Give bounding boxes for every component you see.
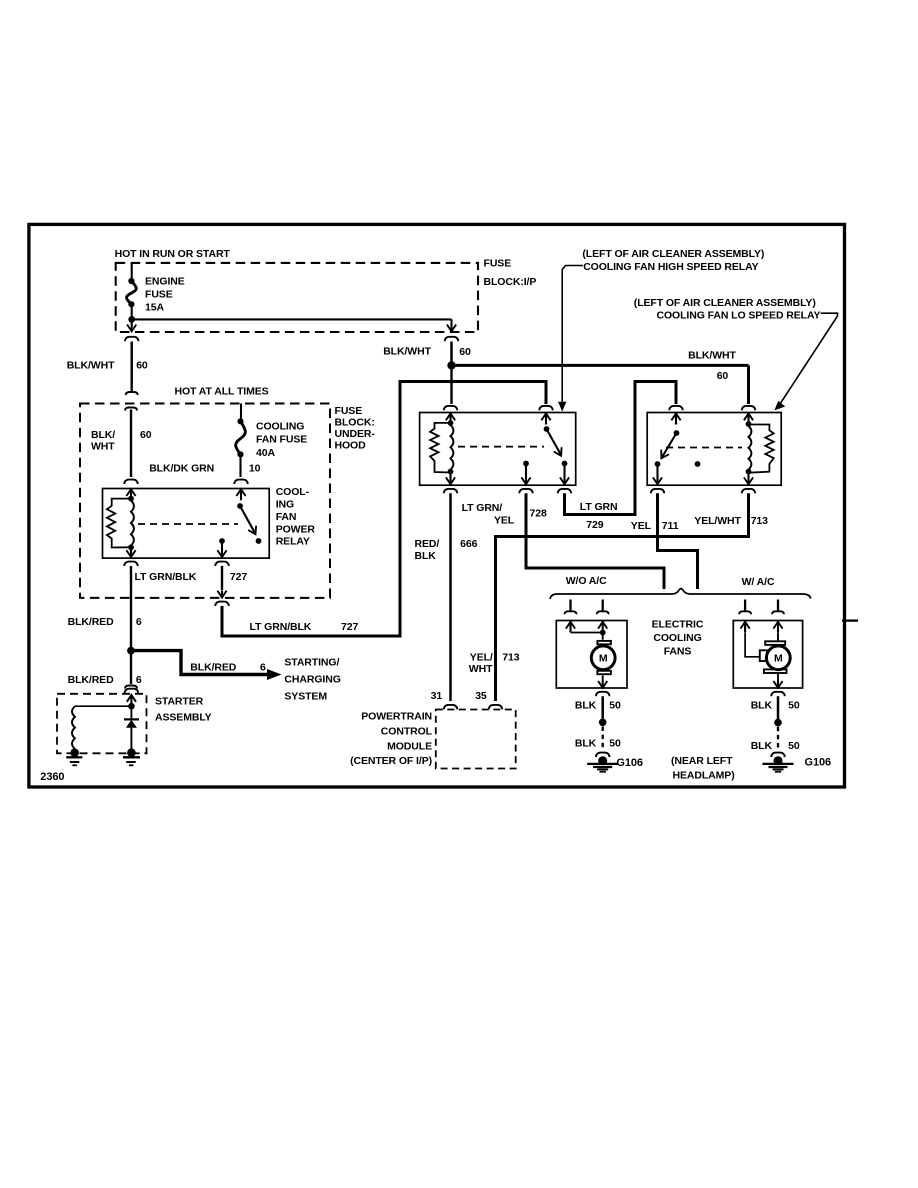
svg-text:BLK: BLK (751, 740, 773, 752)
svg-text:LT GRN/BLK: LT GRN/BLK (250, 621, 312, 633)
svg-text:WHT: WHT (91, 440, 115, 452)
svg-text:HOT AT ALL TIMES: HOT AT ALL TIMES (175, 386, 269, 398)
svg-text:CHARGING: CHARGING (284, 673, 340, 685)
svg-text:60: 60 (140, 429, 152, 441)
svg-text:ELECTRIC: ELECTRIC (652, 619, 704, 631)
svg-text:COOL-: COOL- (276, 486, 310, 498)
svg-text:LT GRN/: LT GRN/ (462, 502, 503, 514)
svg-text:BLK: BLK (575, 700, 597, 712)
svg-text:CONTROL: CONTROL (381, 726, 433, 738)
svg-text:(LEFT OF AIR CLEANER ASSEMBLY): (LEFT OF AIR CLEANER ASSEMBLY) (582, 248, 764, 260)
svg-text:LT GRN: LT GRN (580, 501, 618, 513)
svg-text:COOLING FAN HIGH SPEED RELAY: COOLING FAN HIGH SPEED RELAY (583, 261, 758, 273)
svg-text:BLK: BLK (415, 550, 437, 562)
svg-text:YEL/WHT: YEL/WHT (694, 515, 741, 527)
svg-text:713: 713 (502, 652, 519, 664)
svg-text:BLOCK:I/P: BLOCK:I/P (484, 276, 537, 288)
svg-text:ENGINE: ENGINE (145, 276, 185, 288)
svg-text:M: M (599, 653, 608, 665)
svg-text:SYSTEM: SYSTEM (284, 690, 327, 702)
svg-text:6: 6 (260, 662, 266, 674)
svg-text:50: 50 (609, 700, 621, 712)
svg-text:60: 60 (459, 346, 471, 358)
svg-text:POWER: POWER (276, 523, 316, 535)
svg-text:YEL/: YEL/ (470, 652, 493, 664)
svg-text:BLK/DK GRN: BLK/DK GRN (149, 463, 214, 475)
svg-text:35: 35 (475, 690, 487, 702)
svg-text:10: 10 (249, 463, 261, 475)
svg-text:FUSE: FUSE (335, 405, 363, 417)
svg-text:2360: 2360 (40, 771, 64, 783)
svg-text:M: M (774, 653, 783, 665)
svg-text:BLK: BLK (751, 700, 773, 712)
svg-text:ASSEMBLY: ASSEMBLY (155, 712, 212, 724)
svg-text:G106: G106 (805, 757, 832, 769)
svg-text:6: 6 (136, 616, 142, 628)
svg-text:727: 727 (341, 621, 358, 633)
svg-text:713: 713 (751, 515, 768, 527)
svg-text:COOLING: COOLING (653, 632, 701, 644)
svg-text:BLK/WHT: BLK/WHT (383, 346, 431, 358)
svg-text:50: 50 (609, 737, 621, 749)
svg-text:50: 50 (788, 700, 800, 712)
svg-text:COOLING: COOLING (256, 421, 304, 433)
svg-text:POWERTRAIN: POWERTRAIN (361, 710, 432, 722)
svg-text:15A: 15A (145, 302, 164, 314)
svg-text:HOOD: HOOD (335, 440, 367, 452)
svg-text:RED/: RED/ (415, 538, 440, 550)
svg-text:729: 729 (586, 519, 603, 531)
svg-text:728: 728 (530, 508, 547, 520)
svg-text:YEL: YEL (631, 520, 652, 532)
svg-text:HEADLAMP): HEADLAMP) (673, 770, 735, 782)
svg-text:BLK/RED: BLK/RED (68, 616, 114, 628)
svg-text:BLOCK:: BLOCK: (335, 417, 375, 429)
svg-text:YEL: YEL (494, 514, 515, 526)
svg-text:FANS: FANS (664, 645, 692, 657)
svg-text:727: 727 (230, 571, 247, 583)
svg-text:FAN: FAN (276, 511, 297, 523)
svg-text:FUSE: FUSE (484, 258, 512, 270)
svg-text:FUSE: FUSE (145, 289, 173, 301)
svg-text:MODULE: MODULE (387, 740, 432, 752)
svg-text:BLK/WHT: BLK/WHT (67, 360, 115, 372)
svg-text:60: 60 (136, 360, 148, 372)
svg-text:BLK/: BLK/ (91, 429, 115, 441)
svg-text:G106: G106 (616, 757, 643, 769)
svg-text:STARTER: STARTER (155, 695, 204, 707)
svg-text:31: 31 (431, 690, 443, 702)
svg-text:6: 6 (136, 674, 142, 686)
svg-text:COOLING FAN LO SPEED RELAY: COOLING FAN LO SPEED RELAY (657, 310, 821, 322)
svg-text:RELAY: RELAY (276, 536, 310, 548)
svg-text:(CENTER OF I/P): (CENTER OF I/P) (350, 755, 432, 767)
svg-text:666: 666 (460, 538, 477, 550)
svg-text:BLK/RED: BLK/RED (190, 662, 236, 674)
svg-text:40A: 40A (256, 447, 275, 459)
svg-text:60: 60 (717, 370, 729, 382)
svg-text:711: 711 (662, 520, 679, 532)
svg-text:BLK: BLK (575, 737, 597, 749)
svg-text:LT GRN/BLK: LT GRN/BLK (135, 571, 197, 583)
svg-text:BLK/RED: BLK/RED (68, 674, 114, 686)
svg-text:50: 50 (788, 740, 800, 752)
svg-text:ING: ING (276, 499, 294, 511)
svg-text:W/O A/C: W/O A/C (566, 575, 607, 587)
svg-text:(LEFT OF AIR CLEANER ASSEMBLY): (LEFT OF AIR CLEANER ASSEMBLY) (634, 297, 816, 309)
svg-text:FAN FUSE: FAN FUSE (256, 434, 307, 446)
svg-text:UNDER-: UNDER- (335, 428, 376, 440)
svg-text:STARTING/: STARTING/ (284, 656, 339, 668)
svg-text:WHT: WHT (469, 663, 493, 675)
svg-text:W/ A/C: W/ A/C (742, 576, 775, 588)
svg-text:HOT IN RUN OR START: HOT IN RUN OR START (115, 248, 231, 260)
svg-text:BLK/WHT: BLK/WHT (688, 350, 736, 362)
svg-text:(NEAR LEFT: (NEAR LEFT (671, 755, 733, 767)
